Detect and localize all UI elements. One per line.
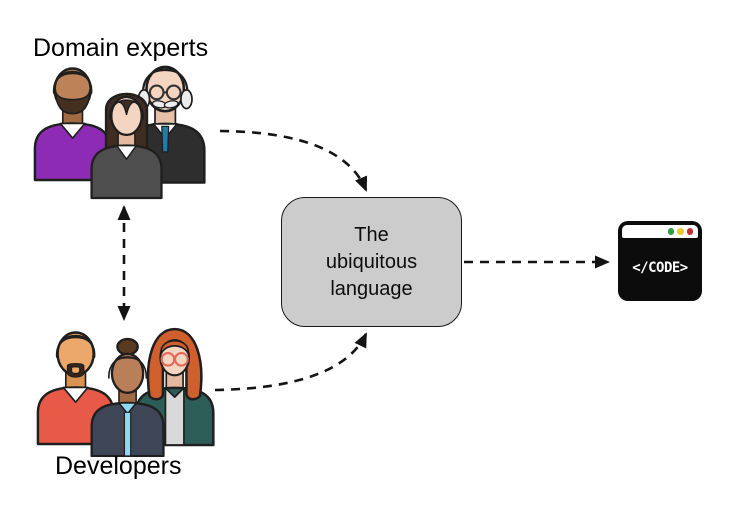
box-text-line: ubiquitous — [325, 250, 418, 273]
code-window-icon: </CODE> — [618, 221, 702, 301]
traffic-light-dot-red — [686, 228, 693, 235]
glasses-icon — [160, 351, 189, 367]
ubiquitous-language-box: The ubiquitous language — [281, 197, 462, 327]
arrow-domain-experts-to-box — [219, 129, 368, 192]
traffic-light-dot-yellow — [677, 228, 684, 235]
code-window-body: </CODE> — [622, 238, 698, 297]
code-window-titlebar — [622, 225, 698, 238]
person-developer-bun-woman — [90, 337, 165, 457]
code-text: </CODE> — [632, 259, 688, 276]
arrow-developers-to-box — [214, 332, 368, 392]
domain-experts-label: Domain experts — [33, 34, 209, 62]
person-developer-glasses-woman — [134, 327, 215, 447]
person-domain-expert-woman — [90, 92, 163, 200]
person-domain-expert-older-man — [124, 65, 206, 184]
developers-group-icon — [35, 325, 215, 457]
developers-label: Developers — [55, 452, 182, 480]
traffic-light-dot-green — [667, 228, 674, 235]
box-text-line: The — [354, 223, 389, 246]
domain-experts-group-icon — [33, 60, 218, 200]
glasses-icon — [148, 84, 182, 101]
box-text-line: language — [330, 277, 413, 300]
